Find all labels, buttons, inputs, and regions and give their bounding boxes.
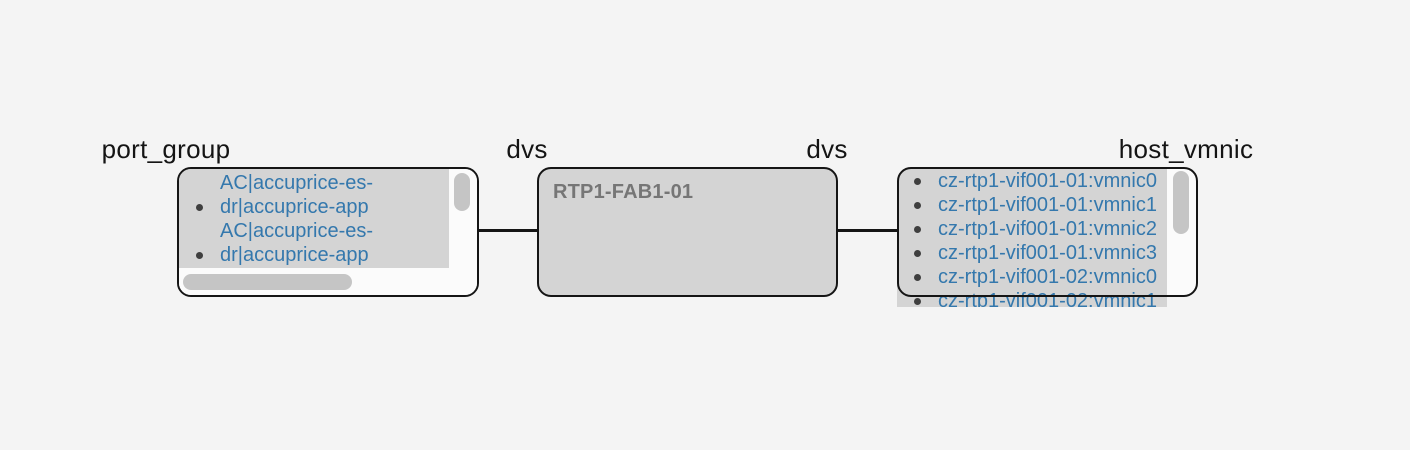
host-vmnic-link[interactable]: cz-rtp1-vif001-02:vmnic0 <box>897 265 1167 289</box>
bullet-icon <box>196 252 203 259</box>
list-item: AC|accuprice-es- dr|accuprice-app <box>179 219 449 267</box>
edge-portgroup-dvs <box>478 229 537 232</box>
vertical-scrollbar-thumb[interactable] <box>1173 171 1189 234</box>
port-group-link[interactable]: dr|accuprice-app <box>179 243 449 267</box>
host-vmnic-link[interactable]: cz-rtp1-vif001-01:vmnic2 <box>897 217 1167 241</box>
node-host-vmnic[interactable]: cz-rtp1-vif001-01:vmnic0 cz-rtp1-vif001-… <box>897 167 1198 307</box>
host-vmnic-link[interactable]: cz-rtp1-vif001-02:vmnic1 <box>897 289 1167 307</box>
edge-label-dvs-left: dvs <box>506 134 548 164</box>
node-port-group[interactable]: AC|accuprice-es- dr|accuprice-app AC|acc… <box>177 167 479 297</box>
port-group-list: AC|accuprice-es- dr|accuprice-app AC|acc… <box>179 169 449 268</box>
vertical-scrollbar-track[interactable] <box>449 169 477 268</box>
host-vmnic-list: cz-rtp1-vif001-01:vmnic0 cz-rtp1-vif001-… <box>897 167 1167 307</box>
port-group-link[interactable]: AC|accuprice-es- <box>220 172 374 194</box>
port-group-link[interactable]: AC|accuprice-es- <box>220 220 374 242</box>
list-item: AC|accuprice-es- dr|accuprice-app <box>179 171 449 219</box>
vertical-scrollbar-thumb[interactable] <box>454 173 470 211</box>
bullet-icon <box>914 274 921 281</box>
host-vmnic-link[interactable]: cz-rtp1-vif001-01:vmnic1 <box>897 193 1167 217</box>
horizontal-scrollbar-thumb[interactable] <box>183 274 352 290</box>
dvs-name: RTP1-FAB1-01 <box>553 181 694 203</box>
bullet-icon <box>914 250 921 257</box>
bullet-icon <box>914 202 921 209</box>
host-vmnic-link[interactable]: cz-rtp1-vif001-01:vmnic3 <box>897 241 1167 265</box>
edge-dvs-hostvmnic <box>838 229 897 232</box>
edge-label-dvs-right: dvs <box>806 134 848 164</box>
bullet-icon <box>914 298 921 305</box>
bullet-icon <box>914 226 921 233</box>
bullet-icon <box>914 178 921 185</box>
vertical-scrollbar-track[interactable] <box>1167 167 1198 297</box>
host-vmnic-link[interactable]: cz-rtp1-vif001-01:vmnic0 <box>897 169 1167 193</box>
horizontal-scrollbar-track[interactable] <box>179 268 477 295</box>
edge-label-host-vmnic: host_vmnic <box>1118 134 1254 164</box>
bullet-icon <box>196 204 203 211</box>
port-group-link[interactable]: dr|accuprice-app <box>179 195 449 219</box>
edge-label-port-group: port_group <box>101 134 231 164</box>
node-dvs[interactable]: RTP1-FAB1-01 <box>537 167 838 297</box>
